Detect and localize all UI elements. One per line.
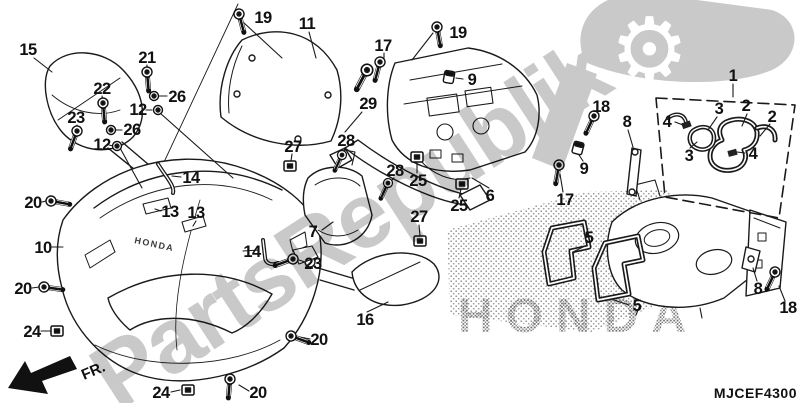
bolt-icon xyxy=(352,62,375,92)
nut-icon xyxy=(111,140,123,152)
group-box-1 xyxy=(655,97,796,219)
seal-clamp-4 xyxy=(681,120,738,157)
clip-icon xyxy=(283,160,297,172)
grommet-icon xyxy=(570,140,586,156)
nut-icon xyxy=(148,90,160,102)
stay-rod xyxy=(626,147,761,273)
bolt-icon xyxy=(38,281,63,294)
seal-2 xyxy=(707,116,778,173)
grommet-icon xyxy=(442,69,456,85)
bolt-icon xyxy=(233,8,249,34)
code-label: MJCEF4300 xyxy=(713,385,797,401)
watermark-logo xyxy=(580,0,795,82)
meter-unit xyxy=(386,47,540,180)
windscreen xyxy=(219,31,342,146)
seal-5 xyxy=(541,219,646,303)
nut-icon xyxy=(105,124,117,136)
watermark-wrench xyxy=(532,63,597,170)
nut-icon xyxy=(152,104,164,116)
clip-icon xyxy=(50,325,64,337)
bolt-icon xyxy=(223,374,235,399)
seal-3 xyxy=(666,112,717,152)
bolt-icon xyxy=(142,67,154,92)
gear-icon: ⚙ xyxy=(610,0,689,101)
bolt-icon xyxy=(431,21,445,46)
bolt-icon xyxy=(45,195,70,209)
